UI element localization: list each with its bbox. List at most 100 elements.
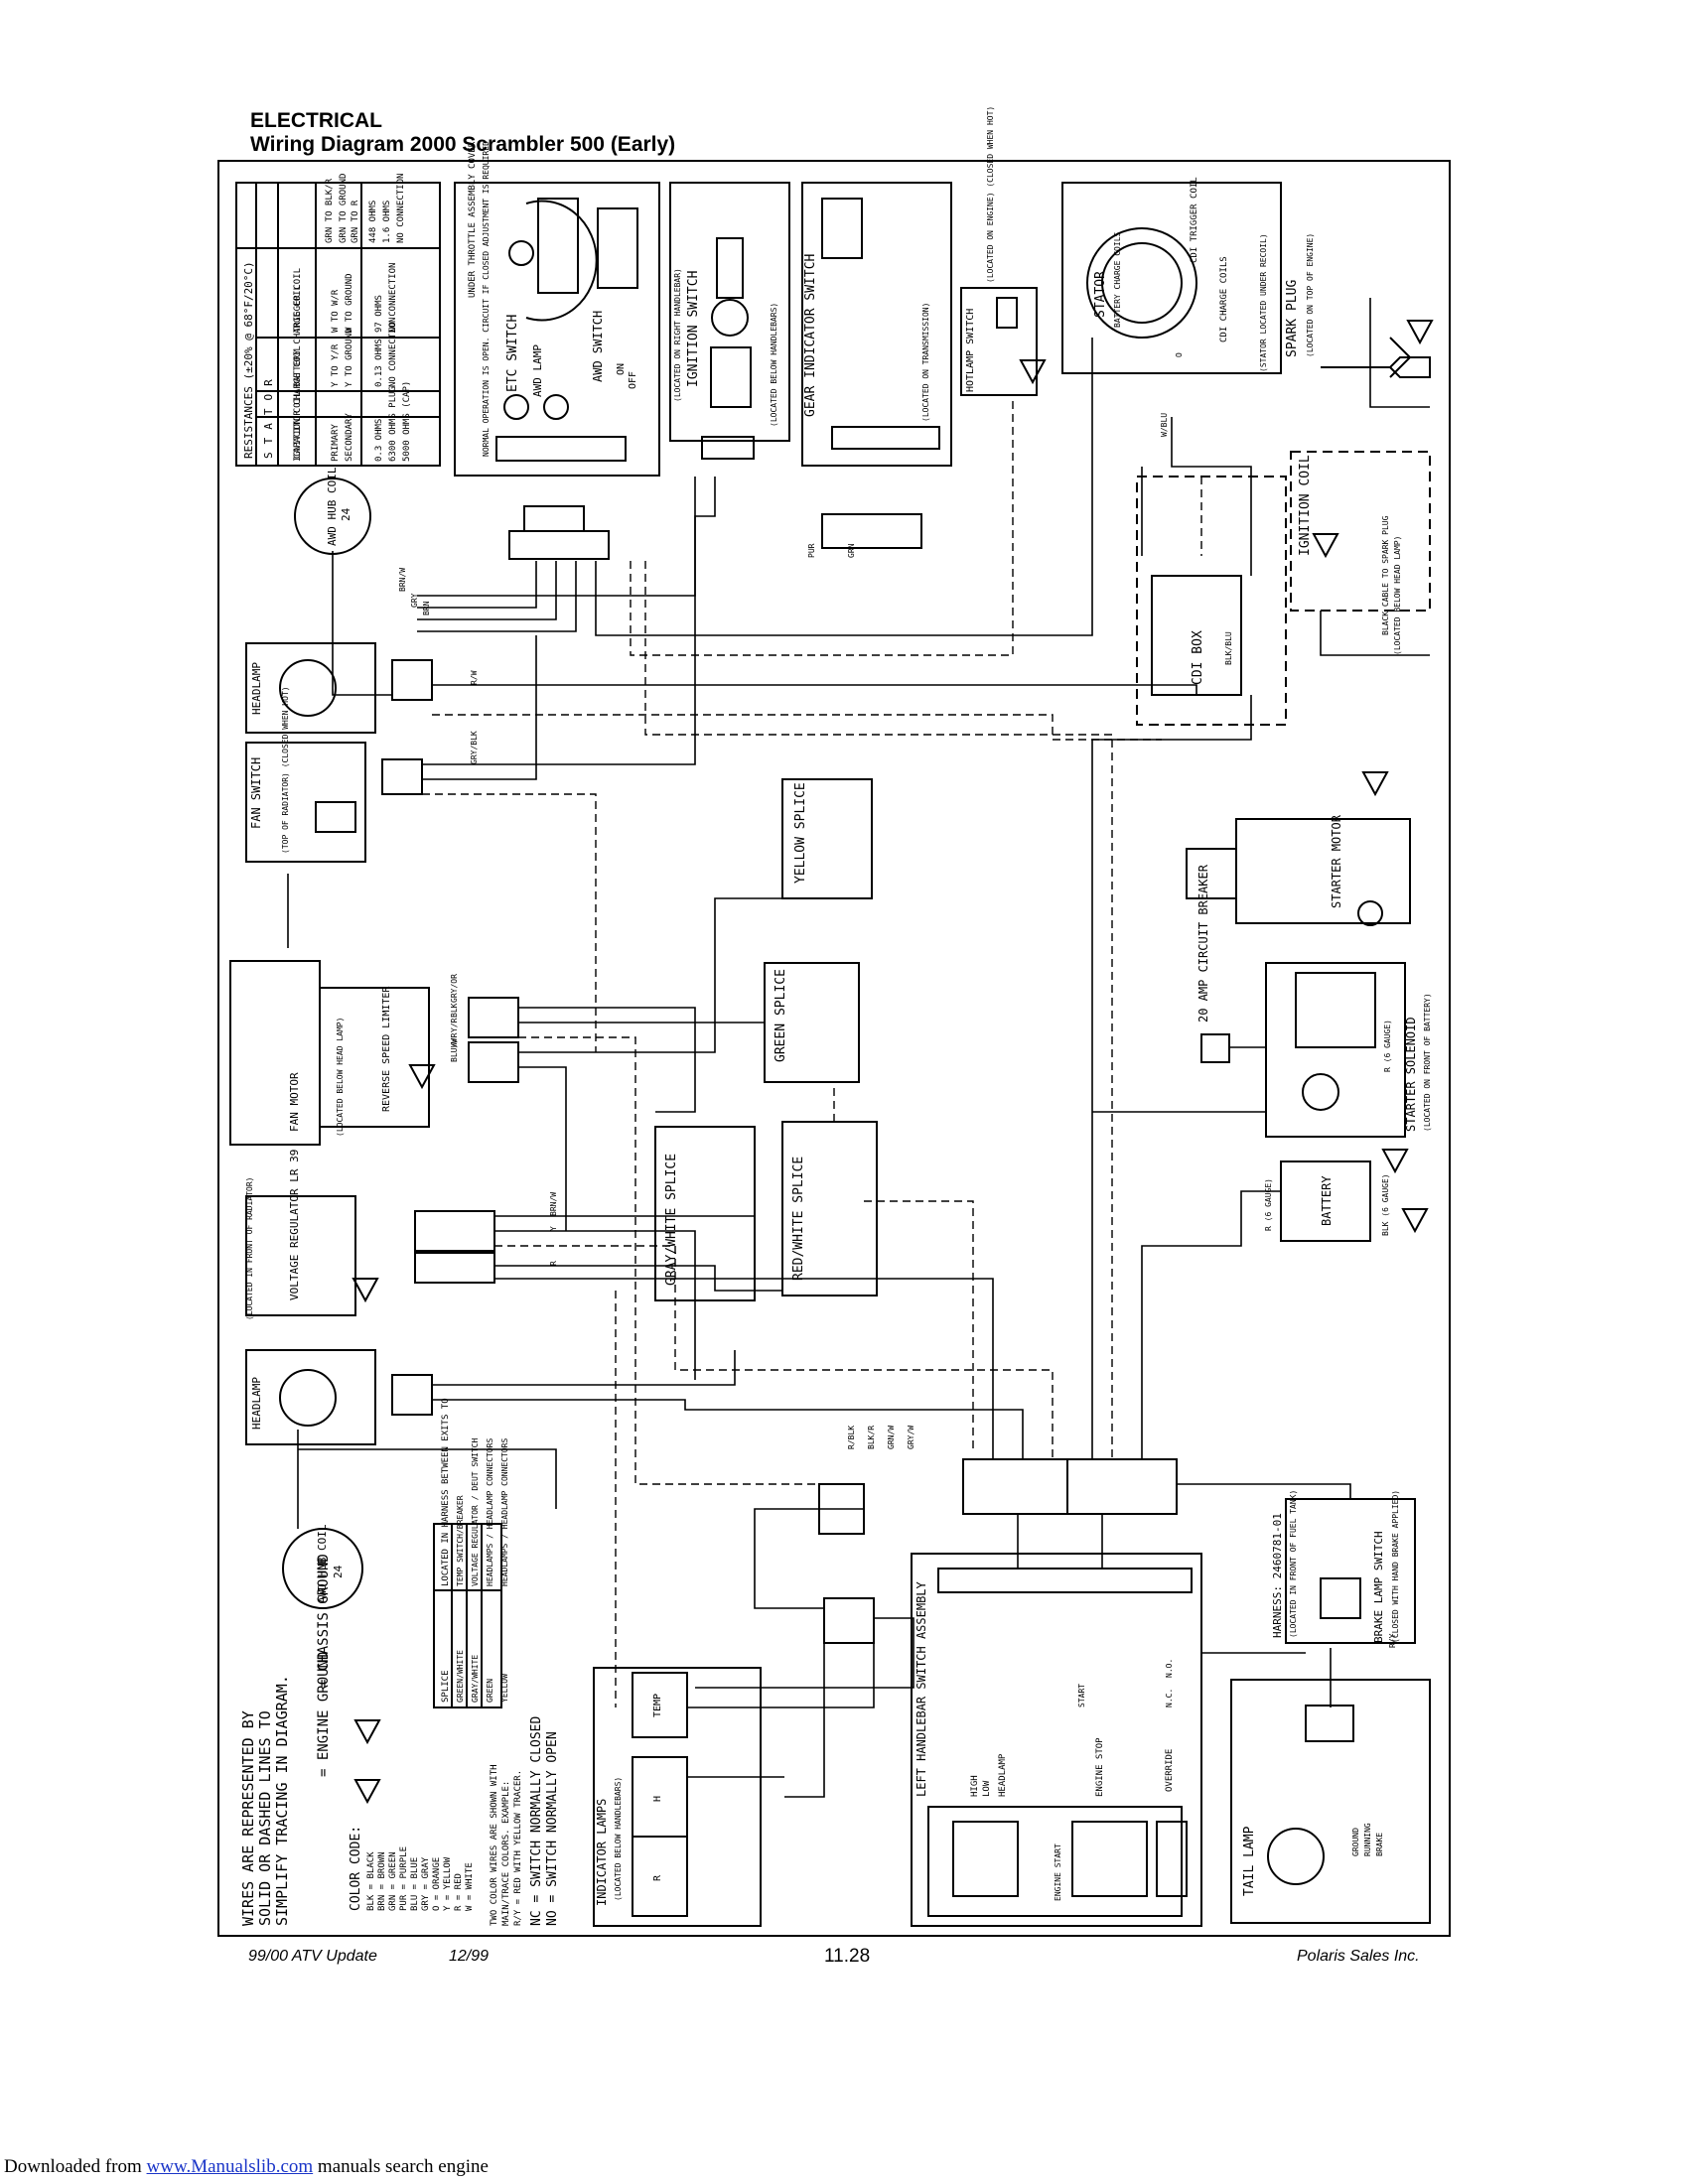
legend-wires-0: WIRES ARE REPRESENTED BY bbox=[239, 1710, 257, 1926]
lh-engine-start: ENGINE START bbox=[1054, 1843, 1062, 1901]
res-row-3-component: IGNITION COIL bbox=[293, 392, 303, 462]
res-row-0-test-0b: 448 OHMS bbox=[368, 201, 378, 243]
res-row-0-test-2a: GRN TO R bbox=[351, 200, 360, 243]
cdi-trigger-label: CDI TRIGGER COIL bbox=[1190, 177, 1199, 263]
ignition-switch-box bbox=[669, 182, 790, 460]
res-row-1-component: TRIGGER COIL bbox=[293, 268, 303, 333]
download-notice: Downloaded from www.Manualslib.com manua… bbox=[4, 2156, 489, 2178]
cdi-box bbox=[1136, 476, 1287, 726]
starter-motor-label: STARTER MOTOR bbox=[1330, 814, 1343, 908]
circuit-breaker-label: 20 AMP CIRCUIT BREAKER bbox=[1196, 864, 1210, 1023]
tail-lamp-pin-brake: BRAKE bbox=[1375, 1833, 1384, 1856]
brake-lamp-switch-label: BRAKE LAMP SWITCH bbox=[1372, 1531, 1385, 1643]
wire-label: BLK bbox=[450, 1003, 459, 1018]
awd-hub-top-value: 24 bbox=[340, 507, 352, 521]
indicator-lamp-h: H bbox=[652, 1796, 663, 1802]
fan-motor-label: FAN MOTOR bbox=[288, 1072, 301, 1132]
download-suffix: manuals search engine bbox=[317, 2156, 489, 2177]
wire-label: GRY bbox=[410, 593, 419, 608]
awd-on-label: ON bbox=[616, 363, 627, 375]
voltage-regulator-box bbox=[245, 1195, 356, 1316]
res-row-3-test-0b: 0.3 OHMS bbox=[374, 419, 384, 462]
res-row-0-component: CAPACITOR CHARGE COIL bbox=[293, 345, 303, 459]
section-heading: ELECTRICAL bbox=[250, 109, 382, 132]
awd-hub-top-label: AWD HUB COIL bbox=[326, 467, 339, 546]
stator-location: (STATOR LOCATED UNDER RECOIL) bbox=[1259, 233, 1268, 372]
wire-label: GRN bbox=[847, 543, 856, 558]
lh-start: START bbox=[1077, 1684, 1086, 1707]
etc-note: NORMAL OPERATION IS OPEN. CIRCUIT IF CLO… bbox=[482, 141, 491, 457]
harness-location: (LOCATED IN FRONT OF FUEL TANK) bbox=[1289, 1490, 1298, 1638]
lh-no: N.O. bbox=[1165, 1659, 1174, 1678]
stator-label: STATOR bbox=[1093, 271, 1108, 318]
color-code-entry: R = RED bbox=[454, 1873, 464, 1911]
wire-label: PUR bbox=[807, 543, 816, 558]
wire-label: GRY/OR bbox=[450, 974, 459, 1003]
footer-date: 12/99 bbox=[449, 1948, 490, 1965]
wire-label: Y bbox=[549, 1226, 558, 1231]
stator-side-label: STATOR bbox=[262, 371, 275, 459]
res-row-0-test-0a: GRN TO BLK/R bbox=[325, 178, 335, 243]
splice-row-name: YELLOW bbox=[500, 1674, 509, 1703]
legend-no: NO = SWITCH NORMALLY OPEN bbox=[545, 1731, 560, 1926]
etc-switch-box bbox=[454, 182, 660, 477]
connector-abcdef bbox=[508, 530, 610, 560]
fan-switch-box bbox=[245, 742, 366, 863]
lh-engine-stop: ENGINE STOP bbox=[1095, 1737, 1105, 1797]
indicator-lamps-box bbox=[593, 1667, 762, 1927]
tail-lamp-pin-ground: GROUND bbox=[1351, 1828, 1360, 1856]
gear-indicator-box bbox=[801, 182, 952, 467]
manualslib-link[interactable]: www.Manualslib.com bbox=[146, 2156, 314, 2177]
res-row-1-test-0a: W TO W/R bbox=[331, 289, 341, 333]
res-row-1-test-1b: NO CONNECTION bbox=[388, 263, 398, 333]
brake-lamp-switch-location: (CLOSED WITH HAND BRAKE APPLIED) bbox=[1391, 1490, 1400, 1643]
lower-connector-1 bbox=[962, 1458, 1068, 1515]
indicator-lamps-location: (LOCATED BELOW HANDLEBARS) bbox=[614, 1777, 623, 1901]
voltage-regulator-location: (LOCATED IN FRONT OF RADIATOR) bbox=[245, 1177, 254, 1321]
legend-two-color-2: R/Y = RED WITH YELLOW TRACER. bbox=[513, 1770, 523, 1926]
ignition-coil-location: (LOCATED BELOW HEAD LAMP) bbox=[1393, 536, 1402, 655]
hotlamp-label: HOTLAMP SWITCH bbox=[965, 309, 976, 392]
gear-indicator-label: GEAR INDICATOR SWITCH bbox=[803, 254, 818, 417]
red-white-splice-box bbox=[781, 1121, 878, 1297]
etc-location: UNDER THROTTLE ASSEMBLY COVER bbox=[468, 141, 478, 298]
res-row-2-test-0a: Y TO Y/R bbox=[331, 343, 341, 387]
gray-white-splice-label: GRAY/WHITE SPLICE bbox=[664, 1154, 679, 1286]
splice-row-location: HEADLAMPS / HEADLAMP CONNECTORS bbox=[486, 1438, 494, 1586]
ignition-location2: (LOCATED BELOW HANDLEBARS) bbox=[770, 303, 778, 427]
res-row-0-test-1b: 1.6 OHMS bbox=[382, 201, 392, 243]
green-splice-label: GREEN SPLICE bbox=[774, 969, 788, 1062]
legend-color-title: COLOR CODE: bbox=[349, 1826, 363, 1911]
resistance-heading: RESISTANCES (±20% @ 68°F/20°C) bbox=[242, 261, 255, 459]
color-code-entry: Y = YELLOW bbox=[443, 1856, 453, 1911]
splice-row-location: TEMP SWITCH/BREAKER bbox=[456, 1495, 465, 1586]
wire-label: BLK/R bbox=[867, 1426, 876, 1449]
download-prefix: Downloaded from bbox=[4, 2156, 142, 2177]
wire-label: BRN/W bbox=[549, 1192, 558, 1216]
starter-solenoid-box bbox=[1265, 962, 1406, 1138]
battery-box bbox=[1280, 1160, 1371, 1242]
splice-header-1: LOCATED IN HARNESS BETWEEN EXITS TO bbox=[441, 1398, 451, 1586]
cdi-box-label: CDI BOX bbox=[1191, 630, 1205, 685]
headlamp-bottom-label: HEADLAMP bbox=[250, 1377, 263, 1430]
indicator-lamps-label: INDICATOR LAMPS bbox=[595, 1799, 609, 1906]
tail-lamp-box bbox=[1230, 1679, 1431, 1924]
wire-label: Y/R bbox=[450, 1018, 459, 1032]
fan-switch-location: (TOP OF RADIATOR) (CLOSED WHEN HOT) bbox=[281, 686, 290, 854]
res-row-1-test-0b: 97 OHMS bbox=[374, 295, 384, 333]
left-handlebar-box bbox=[911, 1553, 1202, 1927]
splice-header-0: SPLICE bbox=[441, 1670, 451, 1703]
lh-override: OVERRIDE bbox=[1165, 1749, 1175, 1792]
res-row-0-test-2b: NO CONNECTION bbox=[396, 174, 406, 243]
legend-wires-1: SOLID OR DASHED LINES TO bbox=[256, 1710, 274, 1926]
circuit-breaker bbox=[1200, 1033, 1230, 1063]
wire-label: BLU/W bbox=[450, 1038, 459, 1062]
wire-label: W/BLU bbox=[1160, 413, 1169, 437]
reverse-limiter-location: (LOCATED BELOW HEAD LAMP) bbox=[336, 1018, 345, 1137]
spark-plug-location: (LOCATED ON TOP OF ENGINE) bbox=[1306, 233, 1315, 357]
stator-box bbox=[1061, 182, 1282, 374]
lh-pos-high: HIGH bbox=[970, 1775, 980, 1797]
yellow-splice-box bbox=[781, 778, 873, 899]
wire-label: BLK/BLU bbox=[1224, 631, 1233, 665]
